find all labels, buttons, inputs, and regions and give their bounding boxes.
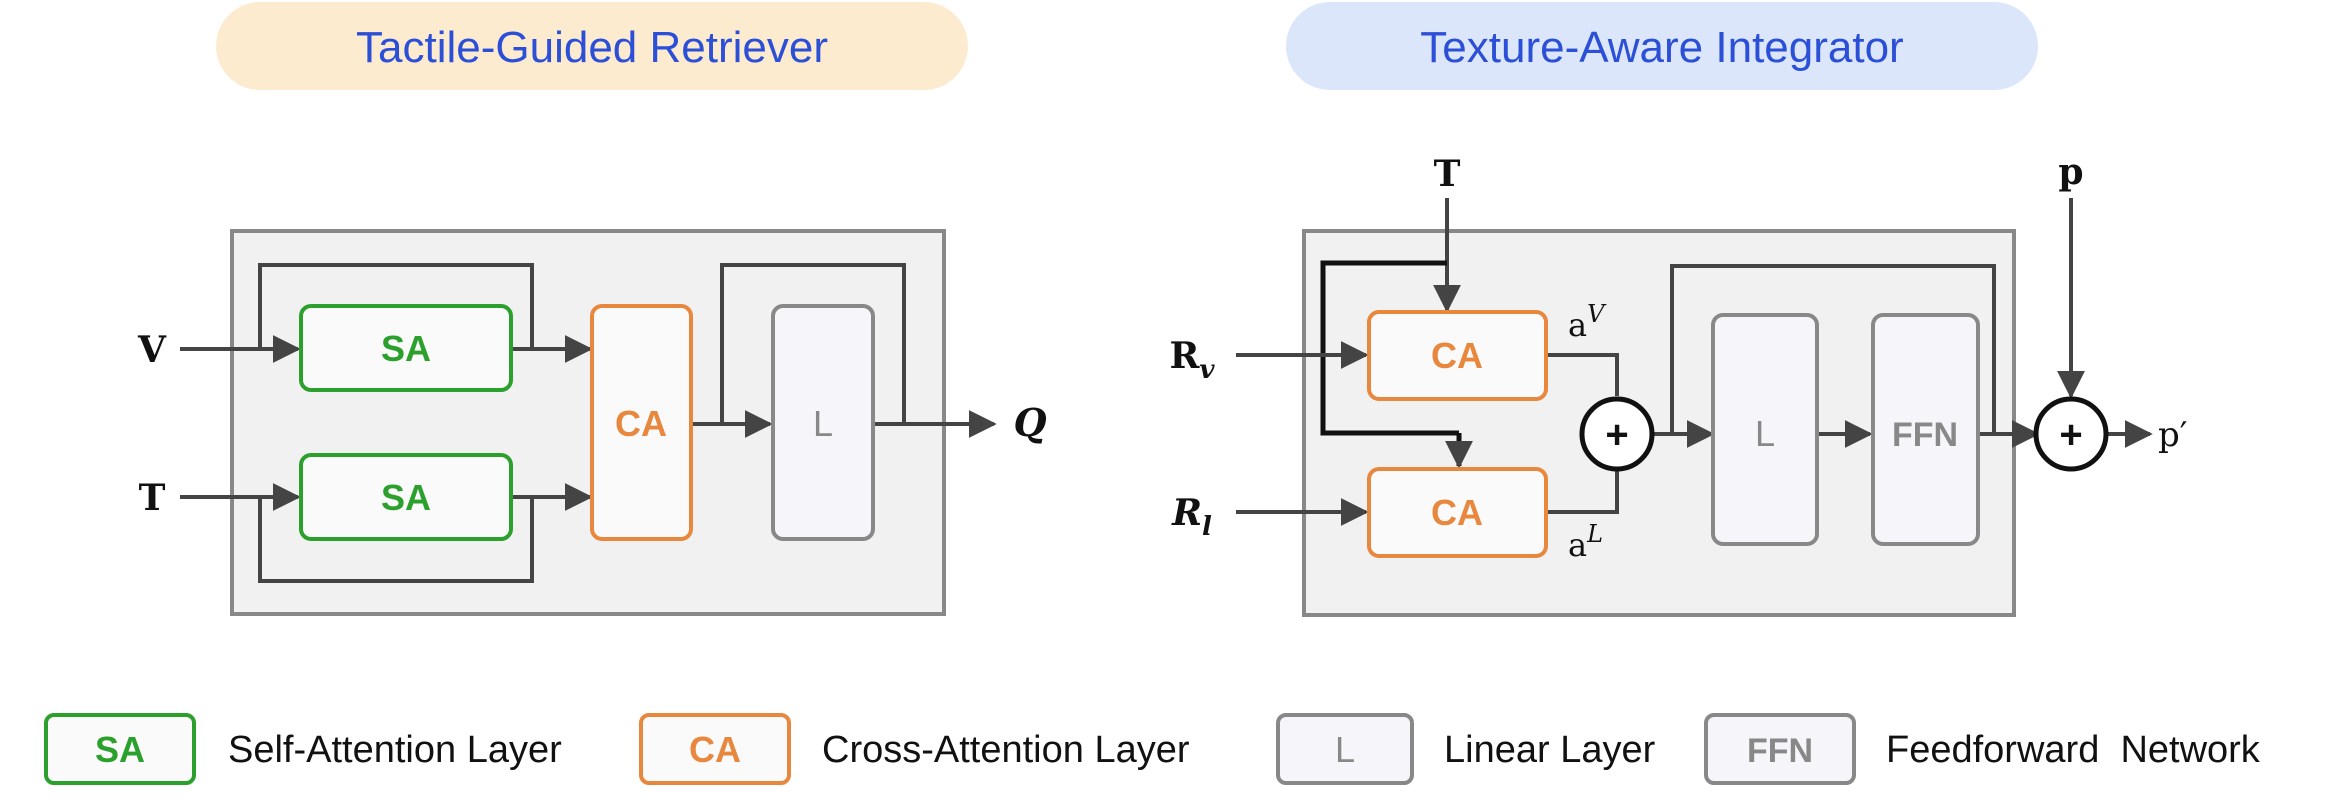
ffn-block: FFN — [1871, 313, 1980, 546]
title-left-pill: Tactile-Guided Retriever — [216, 2, 968, 90]
linear-retriever-label: L — [813, 403, 833, 444]
sa-block-top: SA — [299, 304, 513, 392]
plus-node-2: + — [2033, 396, 2109, 472]
ca-block-integrator-bottom: CA — [1367, 467, 1548, 558]
ca-retriever-label: CA — [615, 403, 667, 444]
legend-key-sa: SA — [95, 729, 145, 770]
legend-item-ffn: FFN Feedforward Network — [1704, 713, 2261, 785]
integrator-input-rl: Rl — [1171, 492, 1212, 542]
sa-top-label: SA — [381, 328, 431, 369]
integrator-input-t: T — [1434, 153, 1461, 195]
legend-label-linear: Linear Layer — [1444, 729, 1656, 771]
ffn-label: FFN — [1892, 416, 1958, 454]
integrator-input-rv: Rv — [1169, 335, 1215, 385]
linear-block-integrator: L — [1711, 313, 1819, 546]
a-v-label: aV — [1568, 300, 1607, 344]
linear-block-retriever: L — [771, 304, 875, 541]
legend-label-sa: Self-Attention Layer — [228, 729, 562, 771]
retriever-output-q: Q — [1013, 400, 1046, 445]
legend: SA Self-Attention Layer CA Cross-Attenti… — [44, 713, 2261, 785]
sa-block-bottom: SA — [299, 453, 513, 541]
legend-item-ca: CA Cross-Attention Layer — [639, 713, 1190, 785]
retriever-diagram: V T SA SA CA L Q — [137, 229, 1047, 616]
ca-block-retriever: CA — [590, 304, 693, 541]
ca-bottom-label: CA — [1431, 492, 1483, 533]
a-l-label: aL — [1568, 520, 1603, 564]
legend-label-ca: Cross-Attention Layer — [822, 729, 1190, 771]
legend-key-ca: CA — [689, 729, 741, 770]
legend-key-linear: L — [1335, 729, 1355, 770]
plus-node-1: + — [1579, 396, 1655, 472]
integrator-output-p-prime: p′ — [2158, 415, 2187, 455]
title-left: Tactile-Guided Retriever — [356, 23, 828, 72]
legend-label-ffn: Feedforward Network — [1886, 729, 2261, 771]
plus-1-label: + — [1605, 413, 1628, 457]
legend-item-sa: SA Self-Attention Layer — [44, 713, 562, 785]
title-right: Texture-Aware Integrator — [1420, 23, 1903, 72]
retriever-input-t: T — [139, 477, 166, 519]
ca-top-label: CA — [1431, 335, 1483, 376]
title-right-pill: Texture-Aware Integrator — [1286, 2, 2038, 90]
plus-2-label: + — [2059, 413, 2082, 457]
linear-integrator-label: L — [1755, 413, 1775, 454]
integrator-input-p: p — [2058, 151, 2083, 193]
integrator-diagram: T p Rv Rl CA CA aV aL + L FFN + — [1169, 151, 2187, 617]
ca-block-integrator-top: CA — [1367, 310, 1548, 401]
legend-item-linear: L Linear Layer — [1276, 713, 1656, 785]
retriever-input-v: V — [137, 329, 167, 371]
sa-bottom-label: SA — [381, 477, 431, 518]
legend-key-ffn: FFN — [1747, 732, 1813, 770]
